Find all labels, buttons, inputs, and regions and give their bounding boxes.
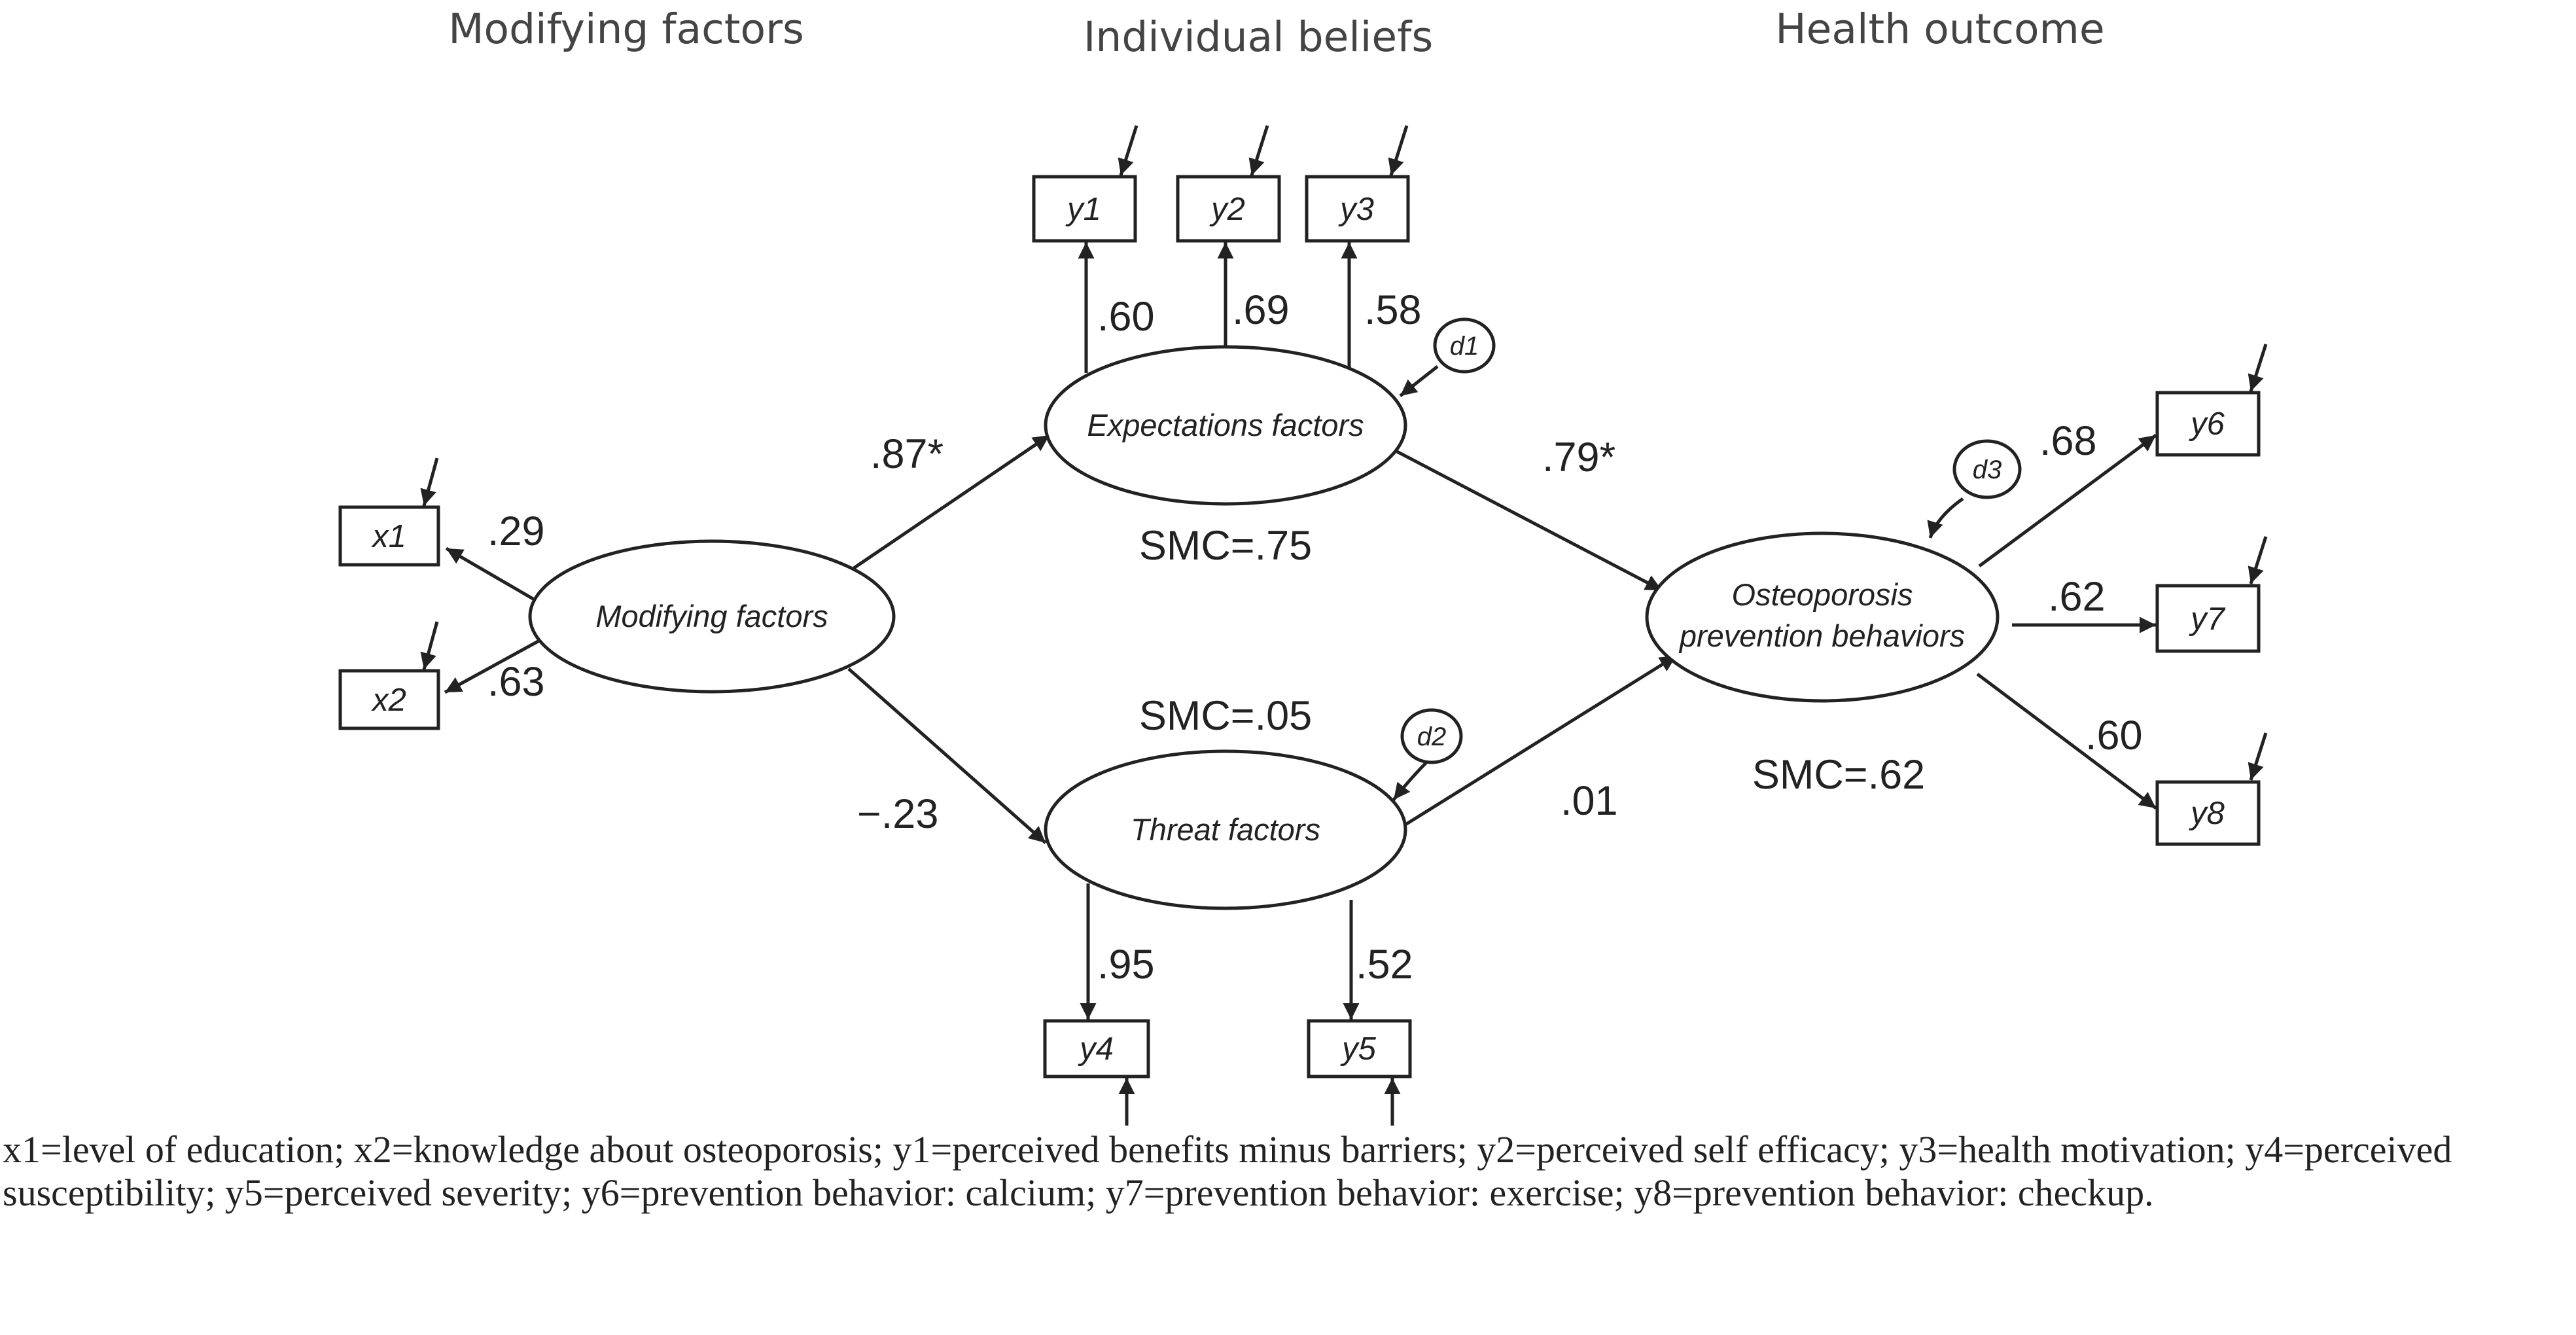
coef-modifying-expectations: .87*	[870, 431, 944, 477]
indicator-y6-label: y6	[2189, 406, 2225, 442]
error-arrow-y7	[2248, 536, 2268, 584]
indicator-x1: x1	[338, 505, 440, 567]
path-outcome-to-y6	[1978, 433, 2157, 568]
coef-expectations-y1: .60	[1097, 294, 1155, 340]
disturbance-arrow-d3	[1927, 497, 1964, 539]
header-individual-beliefs: Individual beliefs	[1084, 13, 1433, 61]
error-arrow-y8	[2248, 732, 2268, 781]
latent-expectations-factors-label: Expectations factors	[1087, 408, 1364, 442]
coef-outcome-y7: .62	[2048, 574, 2106, 620]
disturbance-d3: d3	[1952, 439, 2022, 499]
disturbance-arrow-d2	[1392, 758, 1431, 801]
indicator-y7-label: y7	[2189, 601, 2226, 637]
latent-outcome-label-line1: Osteoporosis	[1732, 577, 1913, 612]
indicator-x2-label: x2	[371, 683, 406, 718]
indicator-y1-label: y1	[1065, 192, 1101, 227]
disturbance-d1: d1	[1433, 317, 1496, 374]
smc-outcome: SMC=.62	[1752, 752, 1925, 798]
indicator-x1-label: x1	[371, 519, 406, 554]
error-arrow-x2	[420, 621, 439, 670]
coef-expectations-outcome: .79*	[1542, 435, 1615, 480]
indicator-y2: y2	[1176, 175, 1281, 243]
coef-threat-y4: .95	[1097, 942, 1155, 988]
indicator-y7: y7	[2155, 584, 2261, 653]
error-arrow-y2	[1248, 125, 1269, 176]
path-outcome-to-y8	[1976, 673, 2157, 810]
path-expectations-to-outcome	[1396, 450, 1663, 592]
coef-modifying-x1: .29	[487, 508, 545, 554]
indicator-x2: x2	[338, 669, 440, 730]
indicator-y3-label: y3	[1338, 192, 1374, 227]
latent-threat-factors: Threat factors	[1044, 749, 1407, 910]
coef-modifying-x2: .63	[487, 659, 545, 705]
indicator-y4: y4	[1043, 1019, 1150, 1078]
latent-expectations-factors: Expectations factors	[1044, 345, 1407, 506]
error-arrow-x1	[420, 457, 439, 507]
footnote-variable-definitions: x1=level of education; x2=knowledge abou…	[3, 1128, 2452, 1214]
header-health-outcome: Health outcome	[1775, 5, 2104, 53]
disturbance-d2: d2	[1400, 708, 1463, 764]
coef-outcome-y6: .68	[2039, 418, 2097, 464]
disturbance-d1-label: d1	[1450, 332, 1479, 361]
latent-modifying-factors-label: Modifying factors	[595, 599, 828, 633]
path-modifying-to-x1	[445, 546, 537, 602]
sem-path-diagram: Modifying factors Individual beliefs Hea…	[338, 5, 2268, 1126]
disturbance-arrow-d1	[1399, 365, 1439, 397]
latent-modifying-factors: Modifying factors	[528, 539, 896, 694]
indicator-y5-label: y5	[1340, 1031, 1377, 1067]
coef-expectations-y2: .69	[1232, 287, 1290, 333]
coef-threat-outcome: .01	[1561, 778, 1618, 824]
indicator-y4-label: y4	[1078, 1031, 1114, 1067]
path-threat-to-outcome	[1399, 654, 1678, 830]
latent-outcome-label-line2: prevention behaviors	[1678, 618, 1965, 653]
path-modifying-to-expectations	[853, 433, 1051, 570]
path-modifying-to-x2	[444, 638, 542, 694]
smc-expectations: SMC=.75	[1139, 523, 1312, 569]
error-arrow-y1	[1118, 125, 1138, 176]
disturbance-d2-label: d2	[1417, 722, 1447, 751]
coef-outcome-y8: .60	[2085, 713, 2143, 758]
indicator-y2-label: y2	[1209, 192, 1245, 227]
latent-threat-factors-label: Threat factors	[1131, 812, 1320, 847]
indicator-y1: y1	[1032, 175, 1137, 243]
coef-modifying-threat: −.23	[857, 791, 938, 837]
error-arrow-y6	[2248, 344, 2268, 392]
indicator-y3: y3	[1305, 175, 1410, 243]
coef-threat-y5: .52	[1356, 942, 1413, 988]
coef-expectations-y3: .58	[1364, 287, 1422, 333]
indicator-y6: y6	[2155, 391, 2261, 457]
header-modifying-factors: Modifying factors	[448, 5, 804, 53]
indicator-y5: y5	[1307, 1019, 1412, 1078]
indicator-y8-label: y8	[2189, 796, 2225, 831]
disturbance-d3-label: d3	[1973, 455, 2002, 484]
path-modifying-to-threat	[847, 668, 1047, 844]
error-arrow-y3	[1388, 125, 1409, 176]
smc-threat: SMC=.05	[1139, 693, 1312, 739]
indicator-y8: y8	[2155, 780, 2261, 846]
latent-osteoporosis-prevention-behaviors: Osteoporosis prevention behaviors	[1645, 531, 2000, 703]
